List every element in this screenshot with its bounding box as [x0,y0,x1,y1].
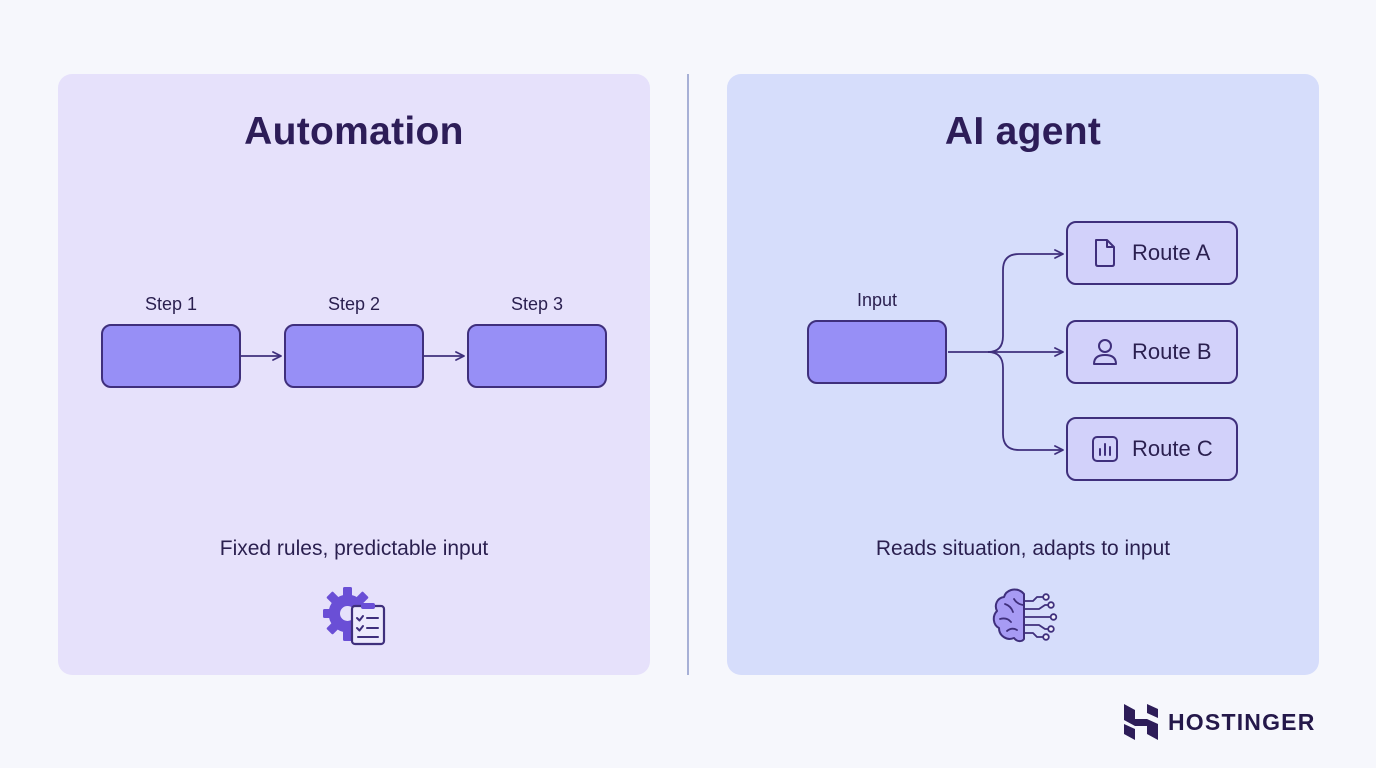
step-3-label: Step 3 [510,294,564,314]
step-2-label: Step 2 [327,294,381,314]
hostinger-logo-icon [1124,703,1158,741]
input-label: Input [856,290,898,310]
brain-circuit-icon [989,584,1059,648]
route-c-label: Route C [1132,436,1213,461]
divider [687,74,689,675]
route-b: Route B [1066,320,1238,384]
route-c: Route C [1066,417,1238,481]
input-box [807,320,947,384]
bar-chart-icon [1090,434,1120,464]
step-1-label: Step 1 [144,294,198,314]
brand-name: HOSTINGER [1168,708,1316,735]
automation-caption: Fixed rules, predictable input [219,537,489,560]
person-icon [1090,337,1120,367]
automation-title: Automation [244,110,464,153]
hostinger-brand: HOSTINGER [1124,702,1316,742]
route-a: Route A [1066,221,1238,285]
route-b-label: Route B [1132,339,1212,364]
step-2-box [284,324,424,388]
route-a-label: Route A [1132,240,1211,265]
gear-checklist-icon [320,584,390,648]
ai-agent-caption: Reads situation, adapts to input [875,537,1171,560]
step-1-box [101,324,241,388]
step-3-box [467,324,607,388]
document-icon [1090,238,1120,268]
ai-agent-title: AI agent [944,110,1102,153]
